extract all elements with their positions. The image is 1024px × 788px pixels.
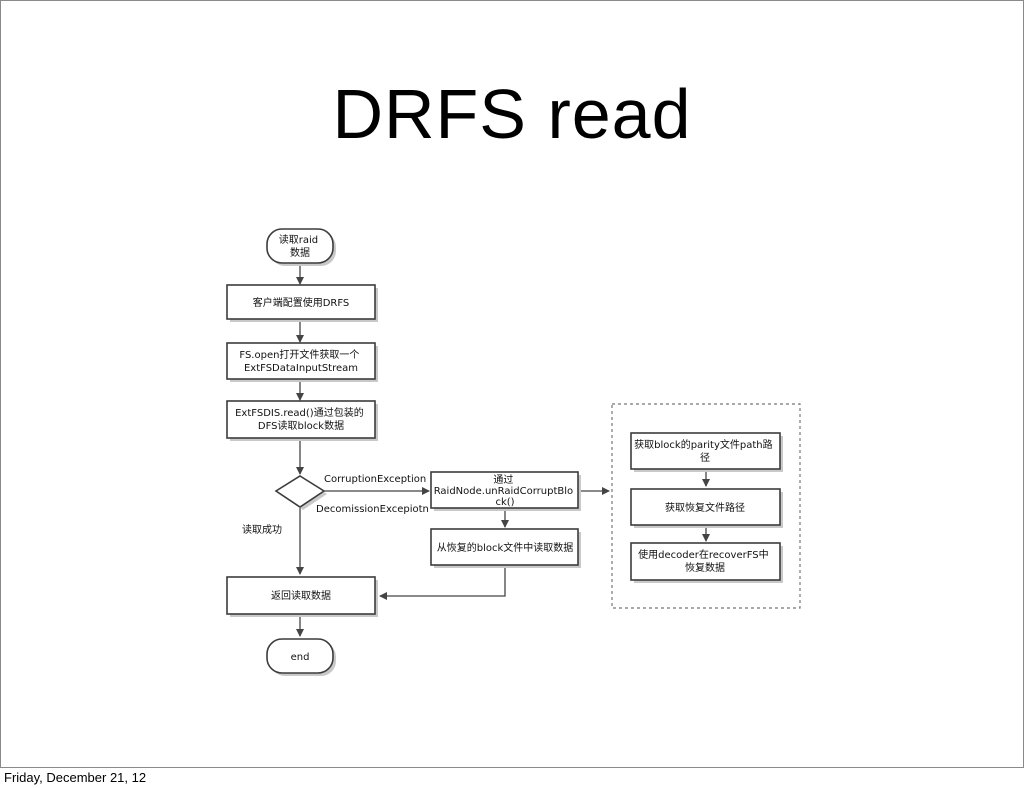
node-start-label: 读取raid 数据 — [279, 233, 322, 259]
node-end-label: end — [291, 652, 310, 663]
node-raidnode: 通过 RaidNode.unRaidCorruptBlo ck() — [430, 471, 581, 511]
edge-label-corruption: CorruptionException — [324, 474, 426, 485]
node-decoder-label: 使用decoder在recoverFS中 恢复数据 — [638, 548, 772, 574]
node-decoder: 使用decoder在recoverFS中 恢复数据 — [630, 542, 783, 583]
node-config-label: 客户端配置使用DRFS — [253, 296, 350, 309]
node-read: ExtFSDIS.read()通过包装的 DFS读取block数据 — [226, 400, 378, 441]
node-open: FS.open打开文件获取一个 ExtFSDataInputStream — [226, 342, 378, 382]
node-recover-read: 从恢复的block文件中读取数据 — [430, 528, 581, 568]
node-return: 返回读取数据 — [226, 576, 378, 617]
slide-frame — [0, 0, 1024, 768]
slide-footer-date: Friday, December 21, 12 — [4, 770, 147, 785]
flowchart: 读取raid 数据 客户端配置使用DRFS FS.open打开文件获取一个 Ex… — [226, 228, 801, 676]
edge-label-decomission: DecomissionExcepiotn — [316, 504, 429, 515]
edge-label-success: 读取成功 — [242, 523, 282, 536]
slide-title: DRFS read — [332, 75, 692, 153]
edges — [296, 264, 710, 637]
node-raidnode-label: 通过 RaidNode.unRaidCorruptBlo ck() — [434, 473, 577, 508]
node-start: 读取raid 数据 — [266, 228, 336, 266]
node-read-label: ExtFSDIS.read()通过包装的 DFS读取block数据 — [235, 406, 367, 432]
node-get-recover-path: 获取恢复文件路径 — [630, 488, 783, 528]
node-get-parity: 获取block的parity文件path路 径 — [630, 432, 783, 472]
node-config: 客户端配置使用DRFS — [226, 284, 378, 322]
edge-recoverread-return — [379, 567, 506, 600]
node-decision — [274, 475, 327, 510]
node-end: end — [266, 638, 336, 676]
node-get-recover-path-label: 获取恢复文件路径 — [665, 501, 745, 514]
node-get-parity-label: 获取block的parity文件path路 径 — [634, 438, 776, 464]
node-recover-read-label: 从恢复的block文件中读取数据 — [437, 541, 574, 554]
node-open-label: FS.open打开文件获取一个 ExtFSDataInputStream — [239, 348, 362, 374]
node-return-label: 返回读取数据 — [271, 589, 331, 602]
